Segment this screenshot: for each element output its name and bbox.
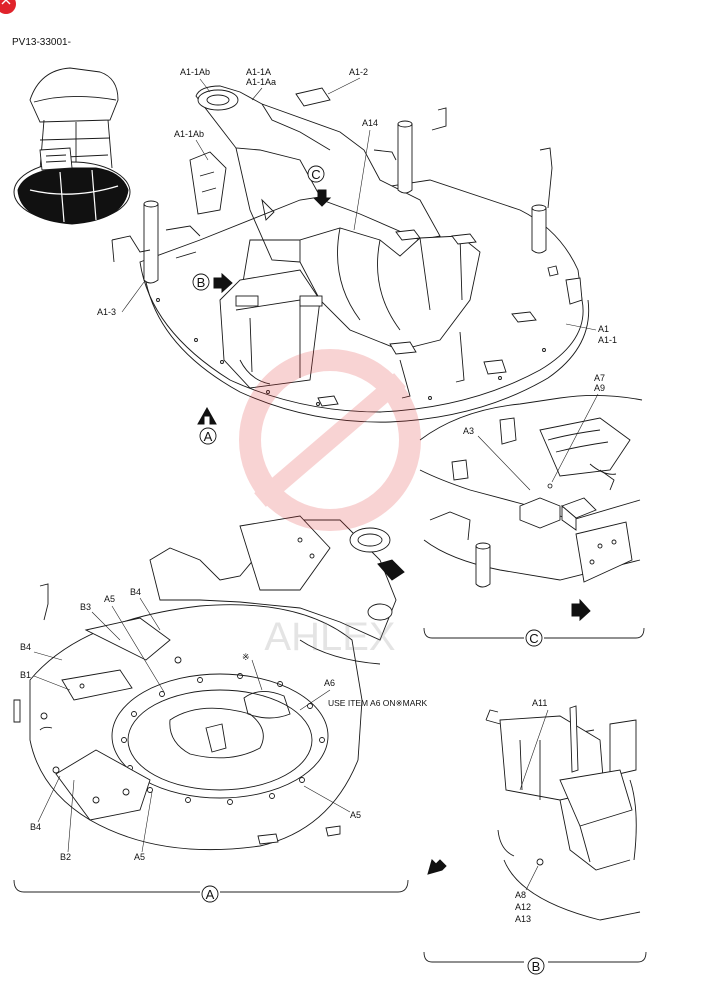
label-a1-2: A1-2 — [349, 67, 368, 77]
label-a9: A9 — [594, 383, 605, 393]
doc-code: PV13-33001- — [12, 37, 71, 48]
svg-text:C: C — [311, 167, 320, 182]
watermark: AHLEX — [239, 349, 421, 659]
label-b4-top: B4 — [130, 587, 141, 597]
posts — [143, 120, 547, 284]
label-b4-left: B4 — [20, 642, 31, 652]
label-a13: A13 — [515, 914, 531, 924]
label-a1: A1 — [598, 324, 609, 334]
label-a1-1a: A1-1A — [246, 67, 271, 77]
main-labels: A1-1Ab A1-1A A1-1Aa A1-2 A1-1Ab A14 A1-3… — [97, 67, 617, 345]
note-use-item-a6: USE ITEM A6 ON※MARK — [328, 698, 428, 708]
machine-thumbnail — [13, 67, 131, 225]
corner-badge — [0, 0, 16, 14]
label-b1: B1 — [20, 670, 31, 680]
view-marker-a-main: A — [197, 406, 217, 445]
mark-symbol: ※ — [242, 652, 250, 662]
view-marker-c-main: C — [307, 165, 332, 207]
svg-text:B: B — [197, 275, 206, 290]
detail-view-a: B3 A5 B4 B4 B1 ※ A6 USE ITEM A6 ON※MARK … — [13, 515, 428, 903]
label-a5-top: A5 — [104, 594, 115, 604]
label-a1-1aa: A1-1Aa — [246, 77, 276, 87]
watermark-text: AHLEX — [264, 615, 395, 659]
label-b2: B2 — [60, 852, 71, 862]
pads — [295, 87, 559, 407]
label-b3: B3 — [80, 602, 91, 612]
label-b4-bottom: B4 — [30, 822, 41, 832]
label-a5-bottom: A5 — [134, 852, 145, 862]
view-label-c: C — [529, 631, 538, 646]
view-label-b: B — [532, 959, 541, 974]
label-a6: A6 — [324, 678, 335, 688]
label-a5-right: A5 — [350, 810, 361, 820]
svg-text:A: A — [204, 429, 213, 444]
detail-view-c: A7 A9 A3 C — [419, 373, 645, 647]
label-a1-1: A1-1 — [598, 335, 617, 345]
label-a3: A3 — [463, 426, 474, 436]
view-label-a: A — [206, 887, 215, 902]
label-a1-3: A1-3 — [97, 307, 116, 317]
label-a8: A8 — [515, 890, 526, 900]
view-marker-b-main: B — [192, 272, 233, 294]
label-a1-1ab-top: A1-1Ab — [180, 67, 210, 77]
detail-view-b: A11 A8 A12 A13 B — [423, 698, 647, 975]
label-a14: A14 — [362, 118, 378, 128]
label-a7: A7 — [594, 373, 605, 383]
label-a11: A11 — [532, 698, 547, 708]
label-a12: A12 — [515, 902, 531, 912]
label-a1-1ab-left: A1-1Ab — [174, 129, 204, 139]
plate-holes — [156, 298, 546, 406]
